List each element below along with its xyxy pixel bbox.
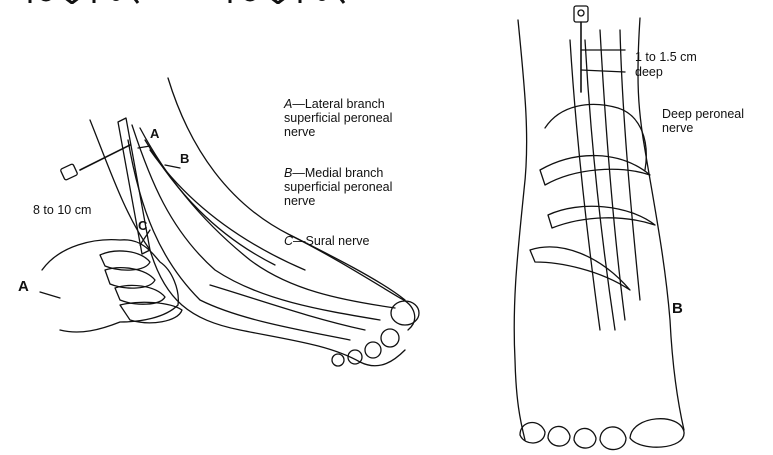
legend-a-cont-1: superficial peroneal — [284, 111, 392, 125]
retinaculum-3 — [530, 247, 630, 290]
toe-b4 — [600, 427, 626, 450]
toe-big-b — [630, 419, 684, 447]
needle-hub-b — [574, 6, 588, 22]
legend-b-sep: — — [292, 166, 305, 180]
depth-label-line1: 1 to 1.5 cm — [635, 50, 697, 64]
legend-a: A—Lateral branch superficial peroneal ne… — [284, 97, 392, 139]
needle-depth-label: 8 to 10 cm — [33, 203, 91, 217]
legend-a-sep: — — [292, 97, 305, 111]
toe-b3 — [574, 428, 596, 448]
legend-b-cont-2: nerve — [284, 194, 315, 208]
toe-b2 — [548, 426, 570, 446]
needle-hub-dot — [578, 10, 584, 16]
legend-c: C—Sural nerve — [284, 234, 369, 248]
retinaculum-1 — [540, 156, 650, 185]
legend-b-cont-1: superficial peroneal — [284, 180, 392, 194]
legend-a-cont-2: nerve — [284, 125, 315, 139]
panel-a-label: A — [18, 280, 29, 294]
legend-b-text: Medial branch — [305, 166, 384, 180]
nerve-label-line1: Deep peroneal — [662, 107, 744, 121]
panel-b-label: B — [672, 302, 683, 316]
point-label-b: B — [180, 152, 189, 166]
point-label-a: A — [150, 127, 159, 141]
legend-c-text: Sural nerve — [306, 234, 370, 248]
tendon-b1 — [570, 40, 600, 330]
legend-c-key: C — [284, 234, 293, 248]
legend-c-sep: — — [293, 234, 306, 248]
legend-a-text: Lateral branch — [305, 97, 385, 111]
leg-right-outline — [638, 18, 684, 430]
legend-b: B—Medial branch superficial peroneal ner… — [284, 166, 392, 208]
depth-label-line2: deep — [635, 65, 663, 79]
nerve-label-line2: nerve — [662, 121, 693, 135]
dorsum-outline — [545, 104, 646, 170]
point-label-c: C — [138, 219, 147, 233]
leg-left-outline — [514, 20, 526, 440]
